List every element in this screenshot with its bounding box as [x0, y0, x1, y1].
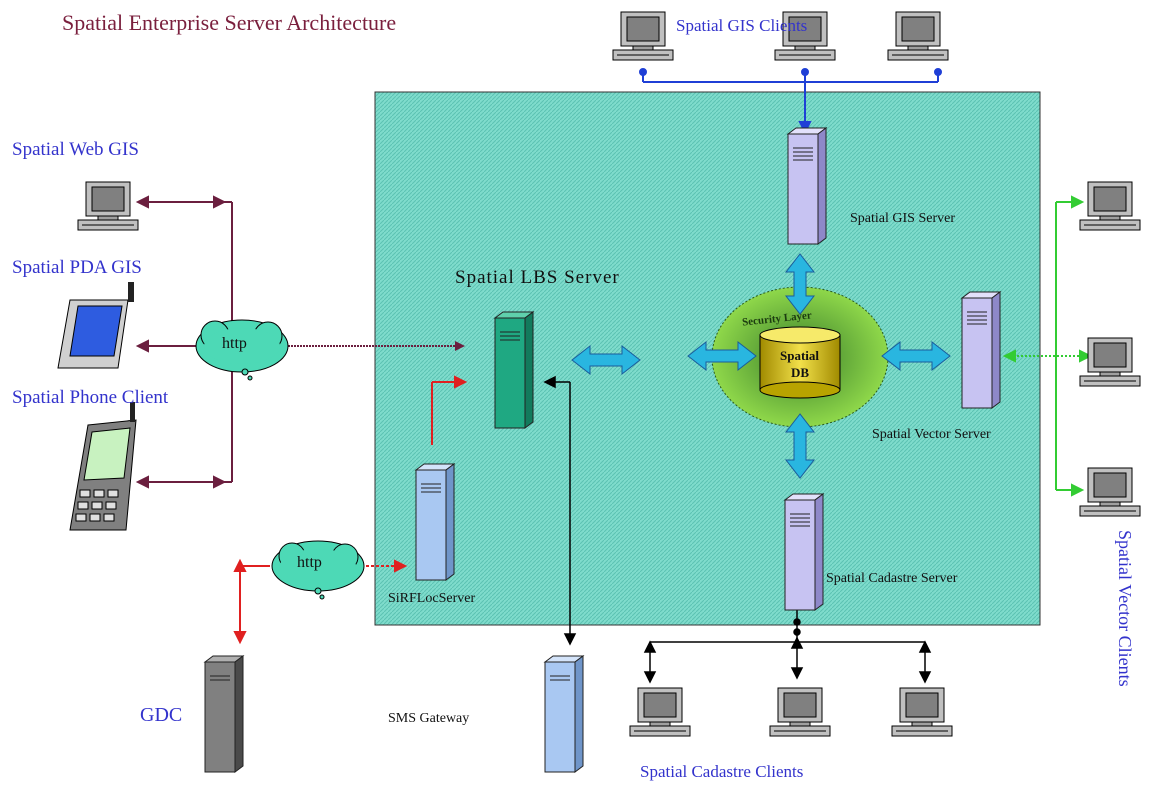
cadastre-client-pc-2	[769, 687, 831, 737]
gdc-label: GDC	[140, 704, 183, 726]
vector-client-pc-1	[1079, 181, 1141, 231]
sms-gateway-tower	[543, 655, 585, 773]
spatial-db-cylinder	[759, 326, 841, 399]
web-links	[135, 195, 233, 489]
http-label-2: http	[297, 554, 322, 571]
web-gis-pc	[77, 181, 139, 231]
phone-device	[69, 402, 137, 531]
cadastre-client-pc-1	[629, 687, 691, 737]
lbs-server-tower	[493, 311, 535, 429]
gis-server-tower	[787, 127, 827, 245]
phone-client-label: Spatial Phone Client	[12, 387, 169, 408]
vector-server-tower	[961, 291, 1001, 409]
diagram-title: Spatial Enterprise Server Architecture	[62, 10, 397, 35]
cadastre-server-label: Spatial Cadastre Server	[826, 571, 958, 586]
db-arrows	[571, 253, 951, 479]
db-label-line2: DB	[791, 365, 810, 380]
vector-links	[1002, 195, 1093, 497]
gis-clients-links	[639, 68, 942, 135]
lbs-server-label: Spatial LBS Server	[455, 267, 620, 288]
http-cloud-1	[195, 319, 289, 381]
vector-client-pc-3	[1079, 467, 1141, 517]
http-cloud-2	[271, 540, 365, 600]
gis-clients-label: Spatial GIS Clients	[676, 16, 808, 35]
cadastre-client-pc-3	[891, 687, 953, 737]
gis-server-label: Spatial GIS Server	[850, 211, 955, 226]
sirfloc-server-label: SiRFLocServer	[388, 591, 476, 606]
cadastre-server-tower	[784, 493, 824, 611]
web-gis-label: Spatial Web GIS	[12, 139, 139, 160]
gis-client-pc-1	[612, 11, 674, 61]
vector-clients-label: Spatial Vector Clients	[1115, 530, 1135, 687]
sms-gateway-label: SMS Gateway	[388, 711, 470, 726]
vector-server-label: Spatial Vector Server	[872, 427, 991, 442]
sirfloc-server-tower	[414, 463, 456, 581]
red-links	[233, 375, 468, 645]
http-label-1: http	[222, 335, 247, 352]
cadastre-clients-label: Spatial Cadastre Clients	[640, 762, 804, 781]
pda-gis-label: Spatial PDA GIS	[12, 257, 142, 278]
db-label-line1: Spatial	[780, 348, 820, 363]
vector-client-pc-2	[1079, 337, 1141, 387]
cadastre-links	[643, 610, 932, 684]
gdc-server-tower	[203, 655, 245, 773]
gis-client-pc-3	[887, 11, 949, 61]
pda-device	[57, 282, 134, 369]
